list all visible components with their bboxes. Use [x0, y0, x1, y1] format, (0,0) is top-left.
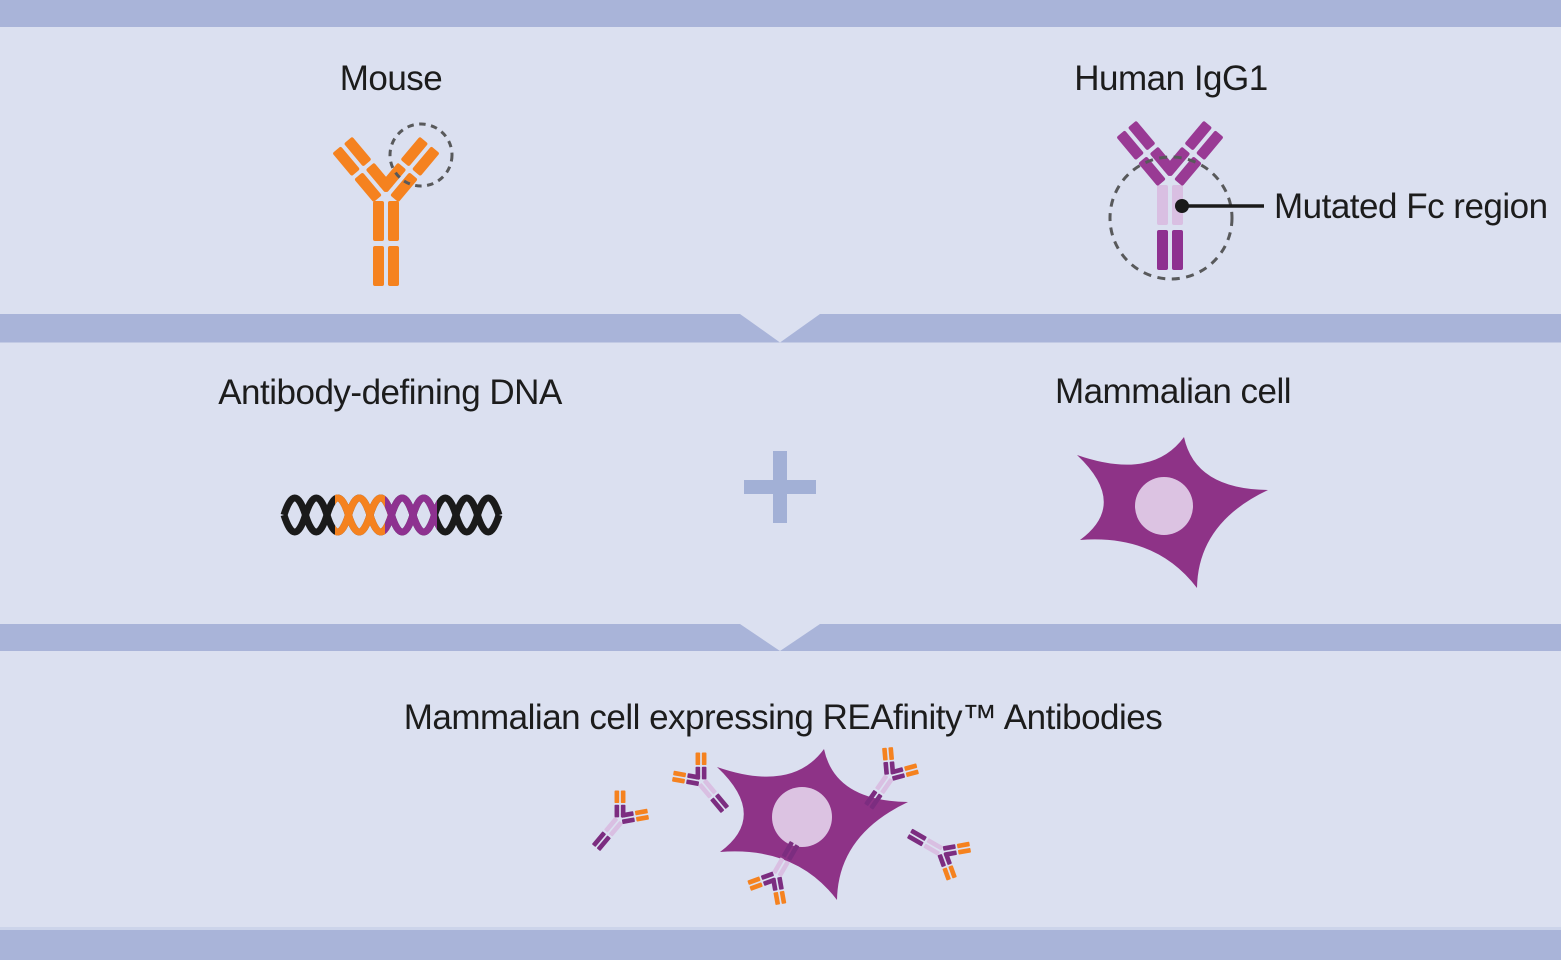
- mouse-label: Mouse: [340, 59, 443, 98]
- mouse-antibody-icon: [333, 122, 454, 286]
- nucleus: [772, 787, 832, 847]
- chevron-down-notch-icon: [740, 624, 820, 651]
- reafinity-antibody-icon: [864, 747, 919, 810]
- reafinity-antibody-icon: [907, 828, 971, 881]
- expressing-cell-icon: [717, 749, 908, 900]
- section-divider-2: [0, 624, 1561, 651]
- mutated-fc-label: Mutated Fc region: [1274, 187, 1548, 226]
- human-igg1-label: Human IgG1: [1074, 59, 1267, 98]
- reafinity-antibody-icon: [592, 790, 649, 851]
- dashed-circle-highlight: [1108, 155, 1234, 281]
- bottom-band-highlight: [0, 927, 1561, 930]
- dna-label: Antibody-defining DNA: [218, 373, 563, 412]
- plus-icon: [744, 451, 816, 523]
- section-divider-1: [0, 314, 1561, 343]
- mammalian-cell-icon: [1077, 437, 1268, 588]
- pointer: [1175, 199, 1264, 213]
- dashed-circle-highlight: [388, 122, 454, 188]
- reafinity-antibody-icon: [672, 752, 729, 813]
- nucleus: [1135, 477, 1193, 535]
- human-igg1-antibody-icon: [1108, 121, 1234, 281]
- result-label: Mammalian cell expressing REAfinity™ Ant…: [404, 698, 1163, 737]
- top-band: [0, 0, 1561, 27]
- pointer-dot: [1175, 199, 1189, 213]
- chevron-down-notch-icon: [740, 314, 820, 343]
- mammalian-cell-label: Mammalian cell: [1055, 372, 1291, 411]
- bottom-band: [0, 930, 1561, 960]
- dna-helix-icon: [280, 494, 503, 536]
- antibody-layer: [333, 121, 1234, 905]
- reafinity-antibody-icon: [747, 841, 800, 905]
